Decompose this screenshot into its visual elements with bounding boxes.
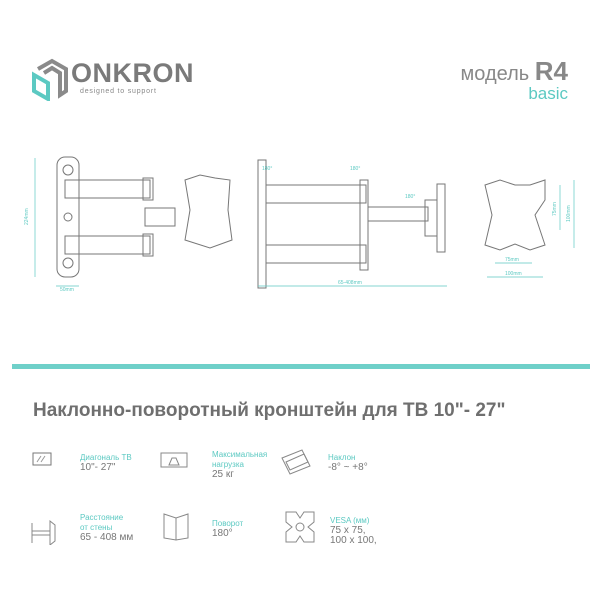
rotation-label-1: 180°	[262, 166, 272, 172]
tilt-icon	[281, 449, 311, 475]
tv-diagonal-icon	[32, 452, 52, 466]
brand-tagline: designed to support	[80, 88, 157, 95]
model-label: модель R4	[461, 56, 568, 87]
technical-drawing: 224mm 50mm 180° 180° 180° 65-408mm 75mm …	[24, 156, 575, 293]
vesa-small-height: 75mm	[552, 202, 558, 216]
max-load-icon	[160, 452, 188, 468]
extension-dimension: 65-408mm	[338, 280, 362, 286]
depth-dimension: 50mm	[60, 287, 74, 293]
vesa-large-width: 100mm	[505, 271, 522, 277]
rotation-label-3: 180°	[405, 194, 415, 200]
rotation-label-2: 180°	[350, 166, 360, 172]
wall-distance-icon	[31, 519, 56, 545]
vesa-icon	[285, 511, 315, 543]
model-code: R4	[534, 56, 568, 86]
side-view: 224mm 50mm	[24, 156, 233, 293]
height-dimension: 224mm	[24, 208, 30, 225]
vesa-large-height: 100mm	[566, 205, 572, 222]
model-prefix: модель	[460, 63, 530, 85]
product-title: Наклонно-поворотный кронштейн для ТВ 10"…	[33, 400, 506, 421]
spec-tilt: Наклон-8° ~ +8°	[328, 453, 368, 473]
spec-vesa: VESA (мм)75 x 75, 100 x 100,	[330, 516, 377, 546]
top-view: 180° 180° 180° 65-408mm	[257, 159, 447, 289]
swivel-icon	[163, 513, 189, 541]
vesa-small-width: 75mm	[505, 257, 519, 263]
vesa-plate-view: 75mm 100mm 75mm 100mm	[484, 179, 575, 278]
section-divider	[12, 364, 590, 369]
model-variant: basic	[528, 84, 568, 103]
brand-name: ONKRON	[71, 58, 194, 88]
onkron-logo-icon	[32, 58, 68, 101]
